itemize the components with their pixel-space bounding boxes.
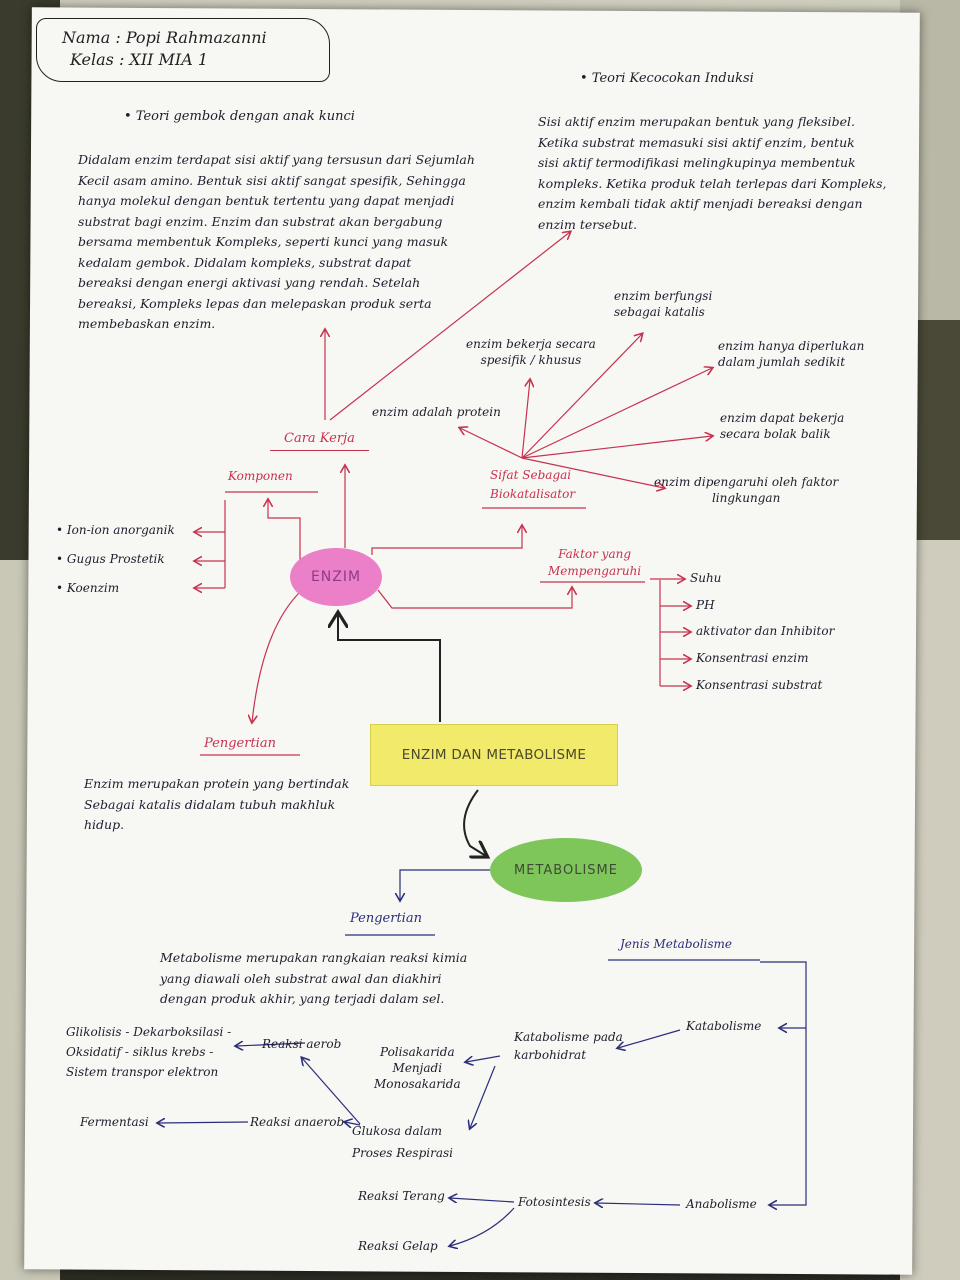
metabolisme-pengertian-text: Metabolisme merupakan rangkaian reaksi k… — [160, 950, 468, 1006]
enzim-pengertian-label: Pengertian — [204, 736, 276, 751]
fotosintesis-label: Fotosintesis — [518, 1195, 591, 1209]
komponen-label: Komponen — [228, 469, 293, 483]
komponen-item: • Ion-ion anorganik — [56, 523, 175, 537]
metabolisme-pengertian-label: Pengertian — [350, 911, 422, 926]
enzim-node: ENZIM — [290, 548, 382, 606]
main-title-box: ENZIM DAN METABOLISME — [370, 724, 618, 786]
faktor-item: Konsentrasi substrat — [696, 678, 823, 692]
sifat-item: enzim berfungsi sebagai katalis — [614, 289, 713, 320]
reaksi-gelap-label: Reaksi Gelap — [358, 1239, 438, 1253]
name-box — [36, 18, 330, 82]
sifat-item: enzim dipengaruhi oleh faktor lingkungan — [654, 475, 839, 506]
reaksi-anaerob-label: Reaksi anaerob — [250, 1115, 345, 1129]
main-title: ENZIM DAN METABOLISME — [401, 747, 587, 763]
faktor-item: Konsentrasi enzim — [696, 651, 809, 665]
jenis-metabolisme-label: Jenis Metabolisme — [620, 937, 733, 951]
fermentasi-label: Fermentasi — [80, 1115, 149, 1129]
student-class: Kelas : XII MIA 1 — [70, 50, 209, 69]
katabolisme-label: Katabolisme — [686, 1019, 762, 1033]
faktor-item: Suhu — [690, 571, 722, 585]
sifat-label: Sifat Sebagai Biokatalisator — [490, 468, 576, 501]
theory-induced-fit-text: Sisi aktif enzim merupakan bentuk yang f… — [538, 114, 887, 232]
glukosa-label: Glukosa dalam Proses Respirasi — [352, 1124, 453, 1160]
cara-kerja-label: Cara Kerja — [270, 430, 369, 451]
enzim-pengertian-text: Enzim merupakan protein yang bertindak S… — [84, 776, 350, 832]
sifat-item: enzim dapat bekerja secara bolak balik — [720, 411, 845, 442]
faktor-label: Faktor yang Mempengaruhi — [548, 547, 642, 578]
reaksi-terang-label: Reaksi Terang — [358, 1189, 445, 1203]
theory-induced-fit-title: • Teori Kecocokan Induksi — [580, 71, 754, 86]
sifat-item: enzim adalah protein — [372, 405, 501, 419]
metabolisme-node: METABOLISME — [490, 838, 642, 902]
enzim-node-label: ENZIM — [310, 569, 362, 585]
katabolisme-karbo-label: Katabolisme pada karbohidrat — [514, 1030, 623, 1062]
komponen-item: • Gugus Prostetik — [56, 552, 165, 566]
student-name: Nama : Popi Rahmazanni — [62, 28, 267, 47]
reaksi-aerob-label: Reaksi aerob — [262, 1037, 342, 1051]
faktor-item: PH — [696, 598, 715, 612]
metabolisme-node-label: METABOLISME — [514, 862, 618, 878]
polisakarida-label: Polisakarida Menjadi Monosakarida — [374, 1045, 461, 1091]
sifat-item: enzim hanya diperlukan dalam jumlah sedi… — [718, 339, 865, 370]
komponen-item: • Koenzim — [56, 581, 120, 595]
anabolisme-label: Anabolisme — [686, 1197, 757, 1211]
theory-lock-key-text: Didalam enzim terdapat sisi aktif yang t… — [78, 152, 475, 331]
sifat-item: enzim bekerja secara spesifik / khusus — [466, 337, 596, 368]
aerob-detail-text: Glikolisis - Dekarboksilasi - Oksidatif … — [66, 1025, 232, 1079]
theory-lock-key-title: • Teori gembok dengan anak kunci — [124, 109, 355, 124]
faktor-item: aktivator dan Inhibitor — [696, 624, 835, 638]
